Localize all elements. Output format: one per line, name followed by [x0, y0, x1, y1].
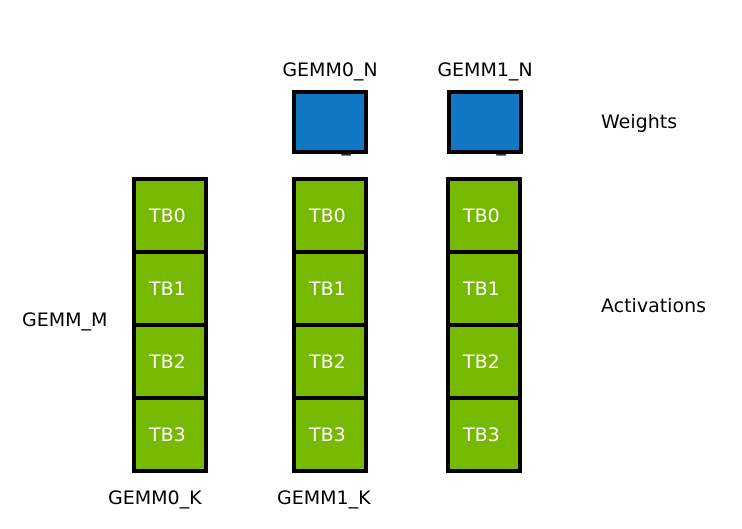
activation-cell: TB2	[132, 325, 208, 400]
activation-column-0: TB0 TB1 TB2 TB3	[132, 177, 208, 473]
activation-cell-label: TB1	[463, 277, 500, 300]
activation-cell: TB2	[446, 325, 522, 400]
activation-cell-label: TB2	[309, 350, 346, 373]
activation-cell: TB1	[446, 252, 522, 327]
activation-cell: TB3	[132, 398, 208, 473]
side-label-gemm-m: GEMM_M	[22, 309, 108, 331]
top-label-gemm1-n-line1: GEMM1_N	[437, 59, 533, 81]
activation-cell-label: TB3	[149, 423, 186, 446]
activation-column-1: TB0 TB1 TB2 TB3	[292, 177, 368, 473]
activation-column-2: TB0 TB1 TB2 TB3	[446, 177, 522, 473]
weight-block-gemm0	[292, 90, 368, 154]
bottom-label-gemm1-k: GEMM1_K	[277, 487, 371, 509]
activation-cell-label: TB0	[149, 204, 186, 227]
bottom-label-gemm0-k: GEMM0_K	[108, 487, 202, 509]
activation-cell-label: TB0	[309, 204, 346, 227]
activation-cell: TB0	[132, 177, 208, 254]
activation-cell: TB2	[292, 325, 368, 400]
activation-cell-label: TB1	[149, 277, 186, 300]
activation-cell: TB1	[292, 252, 368, 327]
activation-cell-label: TB1	[309, 277, 346, 300]
activation-cell-label: TB3	[309, 423, 346, 446]
row-label-activations: Activations	[601, 295, 707, 317]
activation-cell: TB0	[446, 177, 522, 254]
activation-cell-label: TB0	[463, 204, 500, 227]
activation-cell-label: TB3	[463, 423, 500, 446]
activation-cell-label: TB2	[463, 350, 500, 373]
activation-cell: TB0	[292, 177, 368, 254]
activation-cell-label: TB2	[149, 350, 186, 373]
top-label-gemm0-n-line1: GEMM0_N	[282, 59, 378, 81]
activation-cell: TB3	[446, 398, 522, 473]
activation-cell: TB3	[292, 398, 368, 473]
row-label-weights: Weights	[601, 111, 678, 133]
weight-block-gemm1	[447, 90, 523, 154]
activation-cell: TB1	[132, 252, 208, 327]
